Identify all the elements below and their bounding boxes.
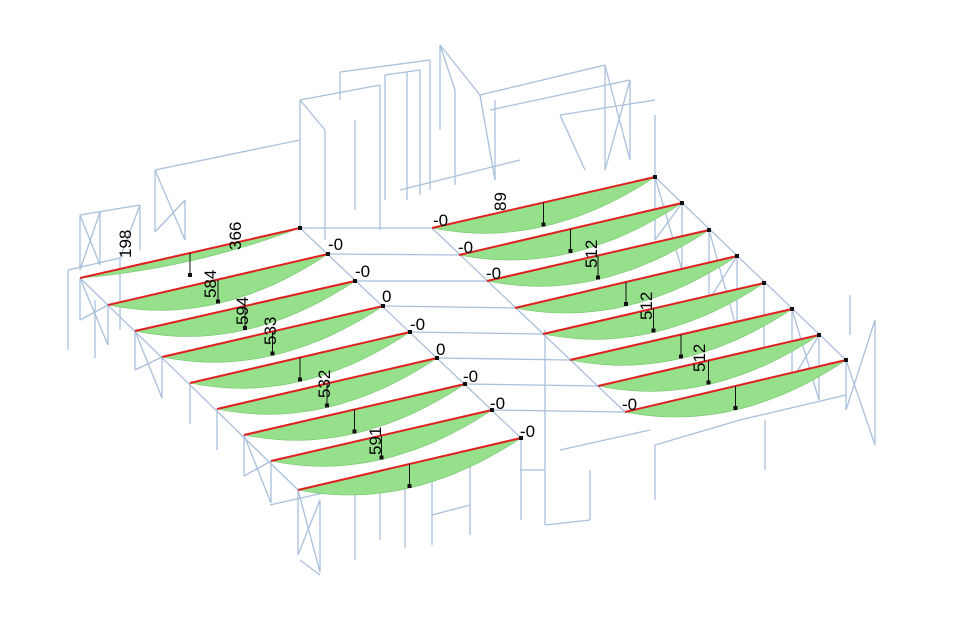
bracing-member bbox=[845, 319, 876, 411]
beam-end-node bbox=[790, 307, 794, 311]
structural-frame-wireframe bbox=[67, 44, 876, 576]
beam-end-node bbox=[381, 304, 385, 308]
beam-end-node bbox=[463, 382, 467, 386]
beam-end-node bbox=[735, 254, 739, 258]
bracing-member bbox=[134, 330, 163, 399]
connecting-girder bbox=[491, 409, 626, 413]
value-label: 0 bbox=[382, 287, 391, 306]
connecting-girder bbox=[464, 383, 599, 387]
frame-member bbox=[431, 227, 626, 413]
frame-member bbox=[79, 277, 299, 491]
beam-end-node bbox=[680, 201, 684, 205]
beam-end-node bbox=[353, 279, 357, 283]
frame-member bbox=[544, 519, 591, 526]
frame-member bbox=[431, 504, 471, 516]
bracing-member bbox=[654, 176, 683, 271]
value-label: -0 bbox=[486, 264, 501, 283]
bracing-member bbox=[479, 94, 496, 181]
connecting-girder bbox=[409, 331, 544, 335]
frame-member bbox=[654, 419, 741, 446]
value-label: -0 bbox=[463, 367, 478, 386]
bracing-member bbox=[604, 79, 631, 171]
bracing-member bbox=[708, 229, 738, 331]
value-label: 512 bbox=[690, 344, 709, 372]
value-label: 584 bbox=[201, 270, 220, 298]
bracing-member bbox=[559, 114, 586, 171]
bracing-member bbox=[654, 202, 683, 241]
value-label: -0 bbox=[520, 422, 535, 441]
value-label: -0 bbox=[458, 238, 473, 257]
value-label: 594 bbox=[233, 297, 252, 325]
value-label: 198 bbox=[116, 230, 135, 258]
beam-end-node bbox=[653, 175, 657, 179]
beam-end-node bbox=[707, 228, 711, 232]
beam-end-node bbox=[298, 226, 302, 230]
bracing-member bbox=[297, 489, 321, 573]
frame-member bbox=[739, 394, 847, 421]
value-label: -0 bbox=[410, 315, 425, 334]
bracing-member bbox=[791, 308, 820, 401]
value-label: 366 bbox=[226, 222, 245, 250]
frame-member bbox=[654, 176, 847, 361]
bracing-member bbox=[604, 64, 631, 161]
beam-end-node bbox=[844, 358, 848, 362]
frame-member bbox=[339, 59, 431, 73]
frame-member bbox=[154, 139, 301, 171]
connecting-girder bbox=[382, 305, 516, 309]
value-label: 89 bbox=[491, 192, 510, 211]
value-label: 512 bbox=[637, 292, 656, 320]
value-labels-layer: 198 366 584 594 533 532 591 89 512 512 5… bbox=[116, 192, 709, 455]
beam-end-node bbox=[519, 436, 523, 440]
bracing-member bbox=[299, 99, 326, 131]
beam-end-node bbox=[490, 408, 494, 412]
bracing-member bbox=[243, 460, 272, 477]
frame-member bbox=[299, 559, 321, 576]
value-label: -0 bbox=[433, 211, 448, 230]
value-label: 533 bbox=[261, 317, 280, 345]
bracing-member bbox=[119, 204, 141, 259]
bracing-member bbox=[845, 359, 876, 446]
value-label: -0 bbox=[490, 394, 505, 413]
bracing-member bbox=[154, 199, 186, 233]
beam-end-node bbox=[408, 330, 412, 334]
value-label: 591 bbox=[366, 427, 385, 455]
connecting-girder bbox=[436, 357, 571, 361]
loaded-beams-layer bbox=[79, 175, 848, 491]
bracing-member bbox=[154, 169, 186, 241]
value-label: -0 bbox=[622, 395, 637, 414]
beam-end-node bbox=[762, 281, 766, 285]
frame-member bbox=[67, 257, 121, 271]
beam-end-node bbox=[326, 252, 330, 256]
beam-end-node bbox=[817, 333, 821, 337]
frame-member bbox=[439, 44, 481, 96]
frame-member bbox=[489, 79, 631, 111]
bracing-member bbox=[79, 304, 109, 321]
frame-member bbox=[559, 99, 656, 116]
bracing-member bbox=[297, 499, 321, 556]
value-label: -0 bbox=[355, 262, 370, 281]
bracing-member bbox=[708, 255, 738, 301]
frame-member bbox=[559, 429, 651, 451]
bracing-member bbox=[439, 44, 456, 91]
bracing-member bbox=[79, 211, 101, 271]
value-label: 532 bbox=[315, 370, 334, 398]
bracing-member bbox=[134, 356, 163, 371]
value-label: 512 bbox=[582, 240, 601, 268]
beam-end-node bbox=[435, 356, 439, 360]
value-label: -0 bbox=[328, 235, 343, 254]
frame-member bbox=[479, 64, 606, 96]
frame-member bbox=[79, 204, 141, 216]
value-label: 0 bbox=[436, 340, 445, 359]
frame-member bbox=[384, 69, 421, 76]
connecting-girder bbox=[327, 253, 460, 256]
bracing-member bbox=[79, 277, 109, 346]
frame-member bbox=[399, 159, 521, 191]
moment-diagram-layer bbox=[79, 176, 847, 496]
